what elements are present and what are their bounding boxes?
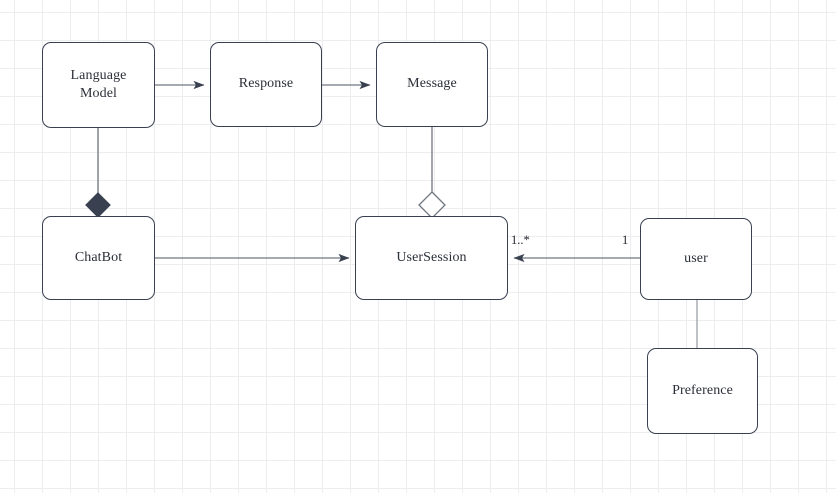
node-user[interactable]: user bbox=[640, 218, 752, 300]
node-preference[interactable]: Preference bbox=[647, 348, 758, 434]
node-language-model-label: Language Model bbox=[70, 67, 127, 101]
node-usersession-label: UserSession bbox=[396, 249, 467, 265]
node-chatbot-label: ChatBot bbox=[74, 249, 123, 265]
filled-diamond-marker bbox=[85, 192, 111, 218]
node-language-model[interactable]: Language Model bbox=[42, 42, 155, 128]
multiplicity-label-user: 1 bbox=[622, 233, 629, 247]
node-message-label: Message bbox=[407, 76, 457, 92]
node-chatbot[interactable]: ChatBot bbox=[42, 216, 155, 300]
node-user-label: user bbox=[684, 250, 708, 266]
node-response[interactable]: Response bbox=[210, 42, 322, 127]
edge-language-model-to-chatbot-composition[interactable] bbox=[85, 128, 111, 218]
edge-message-to-usersession-aggregation[interactable] bbox=[418, 127, 446, 219]
node-response-label: Response bbox=[238, 76, 294, 92]
node-usersession[interactable]: UserSession bbox=[355, 216, 508, 300]
node-message[interactable]: Message bbox=[376, 42, 488, 127]
node-preference-label: Preference bbox=[672, 382, 733, 398]
hollow-diamond-marker bbox=[418, 191, 446, 219]
multiplicity-label-usersession: 1..* bbox=[511, 233, 530, 247]
